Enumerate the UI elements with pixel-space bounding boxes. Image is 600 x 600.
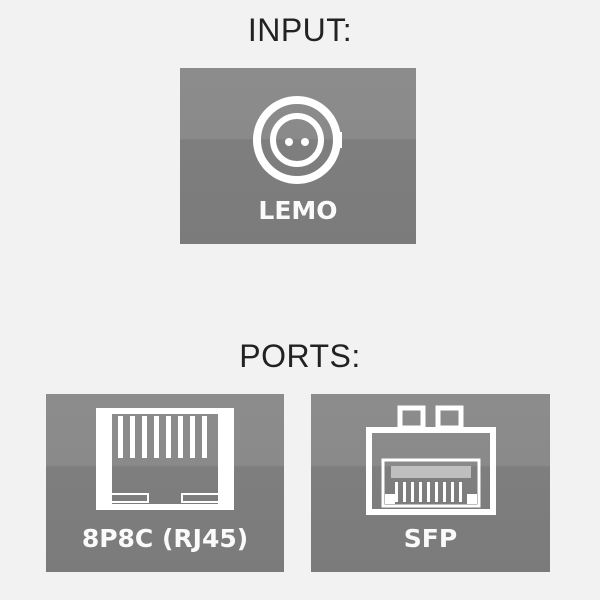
sfp-label: SFP — [403, 524, 458, 553]
lemo-label: LEMO — [258, 196, 338, 225]
ports-heading: PORTS: — [239, 338, 361, 374]
sfp-port-icon — [366, 405, 496, 515]
sfp-option-button[interactable]: SFP — [311, 394, 550, 572]
rj45-label: 8P8C (RJ45) — [81, 524, 249, 553]
lemo-option-button[interactable]: LEMO — [180, 68, 416, 244]
rj45-port-icon — [96, 408, 234, 510]
input-heading: INPUT: — [247, 12, 353, 48]
rj45-option-button[interactable]: 8P8C (RJ45) — [46, 394, 284, 572]
lemo-connector-icon — [253, 96, 342, 184]
